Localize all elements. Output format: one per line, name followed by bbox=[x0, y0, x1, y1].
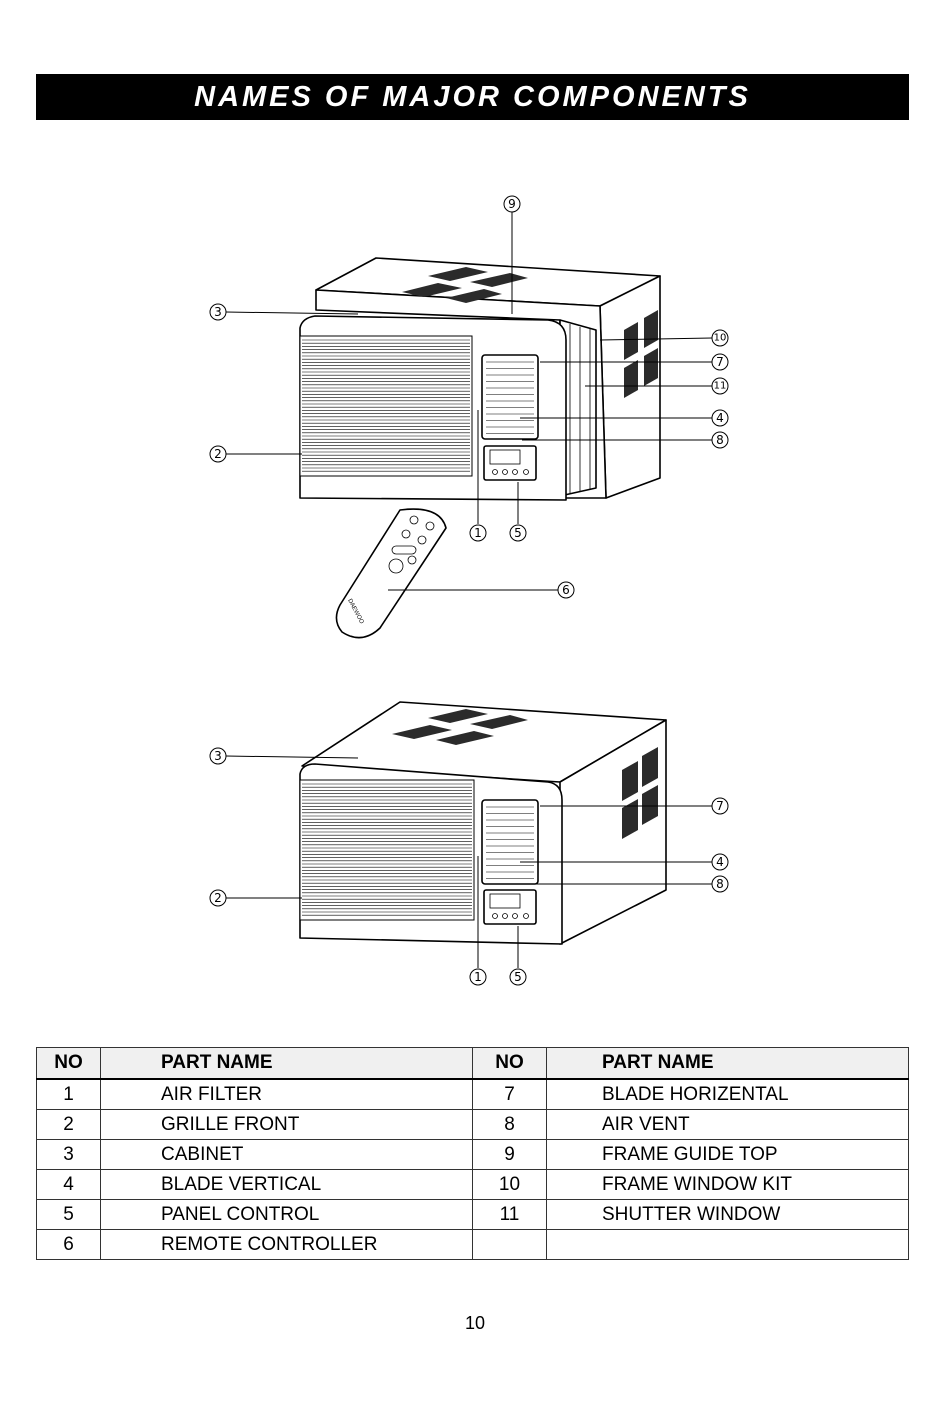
callout-8: 8 bbox=[711, 431, 729, 449]
table-row: 5 PANEL CONTROL 11 SHUTTER WINDOW bbox=[36, 1199, 909, 1230]
part-no: 1 bbox=[36, 1078, 101, 1110]
part-no: 10 bbox=[472, 1169, 547, 1200]
callout-2: 2 bbox=[209, 889, 227, 907]
part-name bbox=[546, 1229, 909, 1260]
svg-text:3: 3 bbox=[214, 305, 222, 319]
callout-4: 4 bbox=[711, 409, 729, 427]
part-name: PANEL CONTROL bbox=[100, 1199, 473, 1230]
svg-text:9: 9 bbox=[508, 197, 516, 211]
part-no: 2 bbox=[36, 1109, 101, 1140]
callout-5: 5 bbox=[509, 968, 527, 986]
table-row: 3 CABINET 9 FRAME GUIDE TOP bbox=[36, 1139, 909, 1170]
svg-text:5: 5 bbox=[514, 526, 522, 540]
callout-3: 3 bbox=[209, 747, 227, 765]
callout-1: 1 bbox=[469, 524, 487, 542]
callout-11: 11 bbox=[711, 377, 729, 395]
callout-10: 10 bbox=[711, 329, 729, 347]
top-vents bbox=[402, 267, 528, 303]
svg-text:3: 3 bbox=[214, 749, 222, 763]
callout-7: 7 bbox=[711, 353, 729, 371]
figure-top-air-conditioner: DAEWOO 9 3 10 7 11 4 8 2 1 5 6 bbox=[209, 195, 729, 639]
svg-text:5: 5 bbox=[514, 970, 522, 984]
callout-8: 8 bbox=[711, 875, 729, 893]
title-bar: NAMES OF MAJOR COMPONENTS bbox=[36, 74, 909, 120]
svg-text:4: 4 bbox=[716, 855, 724, 869]
svg-text:6: 6 bbox=[562, 583, 570, 597]
callout-1: 1 bbox=[469, 968, 487, 986]
svg-text:2: 2 bbox=[214, 891, 222, 905]
parts-table: NO PART NAME NO PART NAME 1 AIR FILTER 7… bbox=[36, 1047, 909, 1260]
part-name: AIR VENT bbox=[546, 1109, 909, 1140]
remote-controller: DAEWOO bbox=[335, 508, 447, 639]
header-part-name: PART NAME bbox=[100, 1047, 473, 1080]
figure-bottom-air-conditioner: 3 7 4 8 2 1 5 bbox=[209, 701, 729, 986]
grille-front bbox=[299, 779, 475, 921]
part-name: AIR FILTER bbox=[100, 1078, 473, 1110]
table-row: 2 GRILLE FRONT 8 AIR VENT bbox=[36, 1109, 909, 1140]
part-no: 8 bbox=[472, 1109, 547, 1140]
table-row: 4 BLADE VERTICAL 10 FRAME WINDOW KIT bbox=[36, 1169, 909, 1200]
svg-text:11: 11 bbox=[714, 381, 727, 392]
svg-text:1: 1 bbox=[474, 526, 482, 540]
top-vents bbox=[392, 709, 528, 745]
part-no: 5 bbox=[36, 1199, 101, 1230]
svg-text:4: 4 bbox=[716, 411, 724, 425]
svg-text:8: 8 bbox=[716, 433, 724, 447]
part-name: FRAME WINDOW KIT bbox=[546, 1169, 909, 1200]
svg-text:7: 7 bbox=[716, 799, 724, 813]
part-name: REMOTE CONTROLLER bbox=[100, 1229, 473, 1260]
callout-5: 5 bbox=[509, 524, 527, 542]
table-row: 1 AIR FILTER 7 BLADE HORIZENTAL bbox=[36, 1078, 909, 1110]
svg-text:1: 1 bbox=[474, 970, 482, 984]
part-no: 7 bbox=[472, 1078, 547, 1110]
page-number: 10 bbox=[464, 1313, 486, 1333]
side-vents bbox=[622, 747, 658, 839]
part-no: 4 bbox=[36, 1169, 101, 1200]
callout-2: 2 bbox=[209, 445, 227, 463]
part-name: GRILLE FRONT bbox=[100, 1109, 473, 1140]
svg-text:10: 10 bbox=[714, 333, 727, 344]
table-header-row: NO PART NAME NO PART NAME bbox=[36, 1047, 909, 1080]
part-name: CABINET bbox=[100, 1139, 473, 1170]
callout-7: 7 bbox=[711, 797, 729, 815]
part-no: 6 bbox=[36, 1229, 101, 1260]
page-title: NAMES OF MAJOR COMPONENTS bbox=[194, 80, 751, 113]
part-name: FRAME GUIDE TOP bbox=[546, 1139, 909, 1170]
part-name: SHUTTER WINDOW bbox=[546, 1199, 909, 1230]
side-vents bbox=[624, 310, 658, 398]
svg-text:8: 8 bbox=[716, 877, 724, 891]
callout-3: 3 bbox=[209, 303, 227, 321]
header-no: NO bbox=[36, 1047, 101, 1080]
part-no bbox=[472, 1229, 547, 1260]
header-no: NO bbox=[472, 1047, 547, 1080]
header-part-name: PART NAME bbox=[546, 1047, 909, 1080]
part-no: 3 bbox=[36, 1139, 101, 1170]
table-row: 6 REMOTE CONTROLLER bbox=[36, 1229, 909, 1260]
callout-4: 4 bbox=[711, 853, 729, 871]
part-name: BLADE HORIZENTAL bbox=[546, 1078, 909, 1110]
callout-9: 9 bbox=[503, 195, 521, 213]
svg-text:7: 7 bbox=[716, 355, 724, 369]
part-no: 11 bbox=[472, 1199, 547, 1230]
part-no: 9 bbox=[472, 1139, 547, 1170]
part-name: BLADE VERTICAL bbox=[100, 1169, 473, 1200]
grille-front bbox=[299, 335, 473, 477]
callout-6: 6 bbox=[557, 581, 575, 599]
svg-text:2: 2 bbox=[214, 447, 222, 461]
